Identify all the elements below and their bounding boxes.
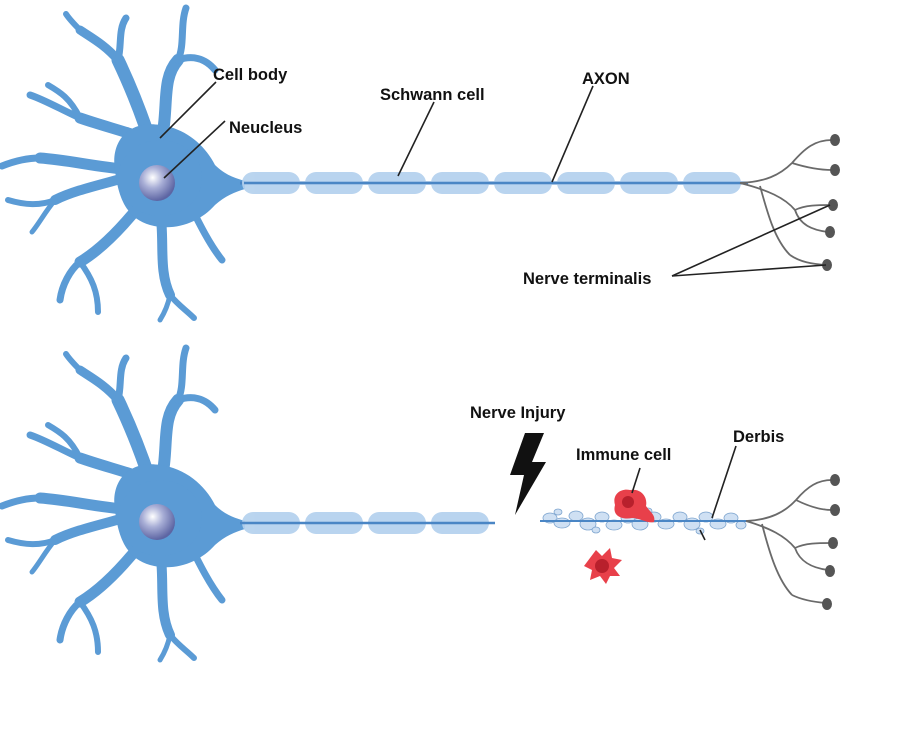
- cell-body-leader: [159, 81, 217, 139]
- immune-cell-lower: [584, 548, 622, 584]
- nucleus-label: Neucleus: [229, 119, 302, 137]
- cell-body-shape: [2, 8, 245, 320]
- nerve-terminals-injured: [745, 479, 833, 604]
- schwann-cell-label: Schwann cell: [380, 86, 485, 104]
- nerve-terminals: [739, 139, 833, 266]
- terminal-dots-injured: [822, 474, 840, 610]
- nerve-injury-label: Nerve Injury: [470, 404, 566, 422]
- axon-label: AXON: [582, 70, 630, 88]
- debris-label: Derbis: [733, 428, 784, 446]
- nucleus-shape: [139, 165, 175, 201]
- debris-leader-2: [699, 529, 706, 541]
- immune-cell-upper: [614, 489, 655, 523]
- nerve-terminalis-leader-1: [671, 204, 831, 277]
- nucleus-leader: [163, 120, 226, 179]
- terminal-dots: [822, 134, 840, 271]
- immune-cell-label: Immune cell: [576, 446, 671, 464]
- cell-body-label: Cell body: [213, 66, 288, 84]
- healthy-neuron: Cell body Neucleus Schwann cell AXON Ner…: [2, 8, 840, 320]
- schwann-cell-leader: [397, 101, 435, 177]
- injured-neuron: Nerve Injury Immune cell Derbis: [2, 348, 840, 660]
- debris-leader: [711, 445, 737, 519]
- immune-cell-leader: [631, 467, 641, 494]
- lightning-bolt-icon: [510, 433, 546, 515]
- axon-leader: [551, 85, 594, 183]
- cell-body-shape-injured: [2, 348, 245, 660]
- nerve-terminalis-leader-2: [671, 264, 827, 277]
- nucleus-shape-injured: [139, 504, 175, 540]
- nerve-terminalis-label: Nerve terminalis: [523, 270, 651, 288]
